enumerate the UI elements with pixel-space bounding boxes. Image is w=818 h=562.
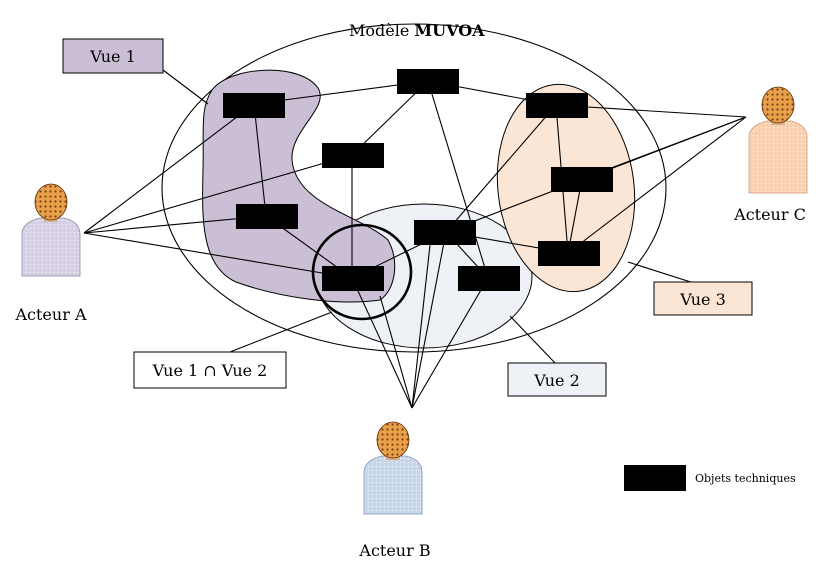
person-icon	[363, 421, 423, 515]
vue2-label: Vue 2	[507, 362, 607, 397]
technical-object	[538, 241, 600, 266]
vue3-label-text: Vue 3	[679, 290, 726, 309]
actor-b: Acteur B	[358, 421, 431, 560]
actor-c: Acteur C	[733, 86, 808, 224]
technical-object	[223, 93, 285, 118]
model-title: Modèle MUVOA	[349, 21, 485, 40]
technical-object	[414, 220, 476, 245]
intersection-label: Vue 1 ∩ Vue 2	[133, 351, 287, 389]
actor-c-label: Acteur C	[733, 205, 806, 224]
legend: Objets techniques	[624, 465, 796, 491]
label-connectors	[162, 69, 701, 365]
vue1-label-text: Vue 1	[89, 47, 136, 66]
technical-object	[397, 69, 459, 94]
actor-b-label: Acteur B	[358, 541, 430, 560]
legend-label: Objets techniques	[695, 472, 796, 485]
technical-object	[458, 266, 520, 291]
technical-object	[322, 266, 384, 291]
technical-object	[526, 93, 588, 118]
vue3-label: Vue 3	[653, 281, 753, 316]
vue1-label: Vue 1	[62, 38, 164, 74]
vue2-label-text: Vue 2	[533, 371, 580, 390]
person-icon	[748, 86, 808, 194]
technical-object	[322, 143, 384, 168]
technical-objects	[223, 69, 613, 291]
intersection-label-text: Vue 1 ∩ Vue 2	[152, 361, 268, 380]
model-title-prefix: Modèle	[349, 21, 414, 40]
actor-a: Acteur A	[14, 183, 87, 324]
person-icon	[21, 183, 81, 277]
model-title-bold: MUVOA	[414, 21, 485, 40]
technical-object	[236, 204, 298, 229]
technical-object	[551, 167, 613, 192]
actor-a-label: Acteur A	[14, 305, 86, 324]
legend-swatch	[624, 465, 686, 491]
